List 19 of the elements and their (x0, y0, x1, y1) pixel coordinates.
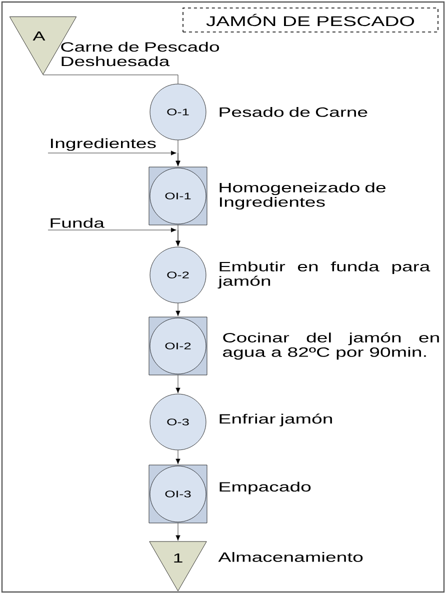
title-box: JAMÓN DE PESCADO (182, 8, 438, 32)
input-label: Ingredientes (51, 138, 156, 151)
arrow (48, 150, 176, 156)
arrow (176, 523, 180, 541)
arrow (176, 225, 180, 246)
arrow (176, 375, 180, 394)
step-description: Cocinar del jamón en agua a 82ºC por 90min. (223, 332, 439, 360)
arrow (176, 303, 180, 316)
arrow (176, 450, 180, 464)
storage-triangle: 1 (149, 541, 207, 592)
arrow (48, 228, 176, 232)
step-description: Embutir en funda para jamón (218, 262, 430, 288)
step-description: Enfriar jamón (220, 414, 332, 426)
step-description: Homogeneizado de Ingredientes (220, 182, 386, 210)
input-label: Funda (50, 218, 104, 228)
step-description: Empacado (220, 482, 311, 494)
step-description: Almacenamiento (218, 552, 363, 562)
arrow (176, 140, 180, 166)
step-description: Pesado de Carne (220, 107, 368, 117)
